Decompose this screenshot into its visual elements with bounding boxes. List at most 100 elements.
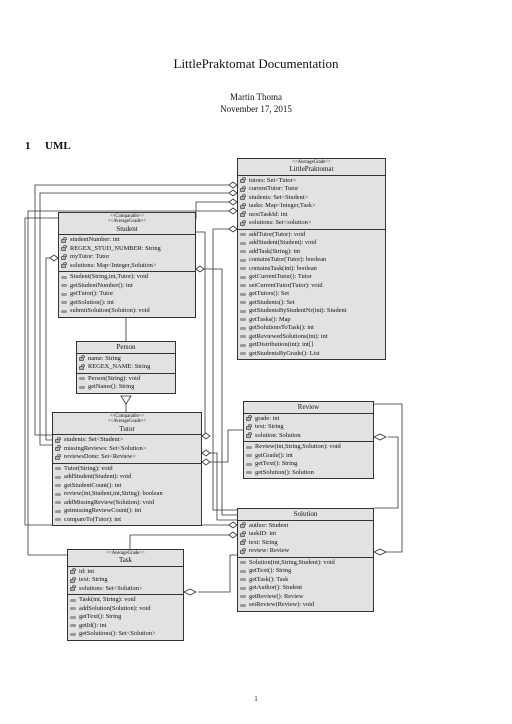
method-row: getStudentNumber(): int — [61, 282, 193, 291]
method-text: getDistribution(int): int[] — [249, 341, 314, 349]
method-text: getStudentNumber(): int — [70, 281, 133, 289]
method-text: getStudents(): Set — [249, 298, 295, 306]
method-text: getText(): String — [249, 567, 292, 574]
attribute-text: name: String — [88, 354, 121, 362]
method-row: compareTo(Tutor): int — [55, 516, 199, 525]
attribute-text: studentNumber: int — [70, 236, 120, 244]
attribute-text: myTutor: Tutor — [70, 253, 110, 261]
private-lock-icon — [70, 568, 76, 575]
method-row: getAuthor(): Student — [240, 584, 371, 593]
attribute-text: REGEX_NAME: String — [88, 363, 151, 370]
attribute-row: currentTutor: Tutor — [240, 185, 383, 194]
method-text: compareTo(Tutor): int — [64, 515, 121, 523]
attribute-row: studentNumber: int — [61, 236, 193, 245]
public-method-icon — [61, 284, 67, 288]
private-lock-icon — [240, 547, 246, 554]
method-text: submitSolution(Solution): void — [70, 307, 150, 315]
public-method-icon — [55, 475, 61, 479]
method-row: Solution(int,String,Student): void — [240, 559, 371, 568]
class-name: Solution — [293, 510, 318, 518]
public-method-icon — [240, 267, 246, 271]
method-text: getTasks(): Map — [249, 315, 291, 323]
public-method-icon — [240, 352, 246, 356]
public-method-icon — [240, 569, 246, 573]
public-method-icon — [240, 309, 246, 313]
attribute-text: text: String — [79, 576, 108, 584]
method-text: review(int,Student,int,String): boolean — [64, 490, 163, 498]
public-method-icon — [61, 275, 67, 279]
private-lock-icon — [240, 185, 246, 192]
attribute-text: text: String — [249, 538, 278, 546]
private-lock-icon — [246, 432, 252, 438]
method-row: getStudentCount(): int — [55, 482, 199, 491]
method-text: getTutors(): Set — [249, 290, 290, 298]
method-row: getId(): int — [70, 622, 181, 631]
class-name: Task — [118, 556, 133, 565]
method-row: getReviewedSolutions(int): int — [240, 333, 383, 342]
private-lock-icon — [240, 211, 246, 218]
private-lock-icon — [240, 202, 246, 209]
class-tutor: <<Comparable>><<AverageGrade>>Tutor stud… — [52, 412, 202, 527]
method-text: Student(String,int,Tutor): void — [70, 273, 149, 281]
attribute-text: text: String — [255, 423, 284, 430]
method-row: getText(): String — [246, 460, 371, 469]
method-text: getTask(): Task — [249, 575, 289, 583]
method-text: Person(String): void — [88, 374, 141, 382]
public-method-icon — [240, 561, 246, 564]
attribute-row: text: String — [70, 576, 181, 585]
method-row: Tutor(String): void — [55, 465, 199, 474]
public-method-icon — [240, 301, 246, 305]
attribute-row: id: int — [70, 568, 181, 577]
class-stereotype: <<Comparable>> — [109, 414, 145, 419]
class-name: LittlePraktomat — [289, 165, 334, 174]
method-text: getSolutionsToTask(): int — [249, 324, 314, 332]
method-text: getStudentCount(): int — [64, 481, 122, 489]
method-row: review(int,Student,int,String): boolean — [55, 490, 199, 499]
attribute-row: myTutor: Tutor — [61, 253, 193, 262]
method-row: getSolutionsToTask(): int — [240, 324, 383, 333]
public-method-icon — [246, 454, 252, 457]
document-author: Martin Thoma — [229, 92, 283, 102]
attribute-row: missingReviews: Set<Solution> — [55, 445, 199, 454]
private-lock-icon — [240, 194, 246, 201]
method-row: addMissingReview(Solution): void — [55, 499, 199, 508]
attribute-text: review: Review — [249, 547, 290, 554]
private-lock-icon — [240, 219, 246, 226]
public-method-icon — [246, 471, 252, 474]
attribute-row: text: String — [240, 539, 371, 548]
method-row: Student(String,int,Tutor): void — [61, 273, 193, 282]
attribute-row: solutions: Map<Integer,Solution> — [61, 262, 193, 271]
method-row: Review(int,String,Solution): void — [246, 443, 371, 452]
public-method-icon — [55, 484, 61, 488]
attribute-text: taskID: int — [249, 530, 277, 537]
class-stereotype: <<AverageGrade>> — [292, 160, 331, 165]
public-method-icon — [70, 598, 76, 602]
attribute-row: tasks: Map<Integer,Task> — [240, 202, 383, 211]
method-row: submitSolution(Solution): void — [61, 307, 193, 316]
attribute-text: tasks: Map<Integer,Task> — [249, 202, 316, 210]
method-text: containsTutor(Tutor): boolean — [249, 256, 327, 264]
method-row: containsTutor(Tutor): boolean — [240, 256, 383, 265]
method-row: addStudent(Student): void — [240, 239, 383, 248]
attribute-text: solutions: Set<Solution> — [79, 584, 143, 592]
method-row: getSolution(): int — [61, 299, 193, 308]
method-text: getAuthor(): Student — [249, 584, 303, 591]
class-name: Review — [297, 403, 320, 411]
method-text: getId(): int — [79, 621, 107, 629]
method-row: getmissingReviewCount(): int — [55, 507, 199, 516]
class-stereotype: <<Comparable>> — [109, 214, 145, 219]
private-lock-icon — [79, 355, 85, 361]
attribute-text: missingReviews: Set<Solution> — [64, 444, 147, 452]
attribute-row: solutions: Set<Solution> — [70, 585, 181, 594]
page-number: 1 — [254, 695, 258, 703]
method-row: getDistribution(int): int[] — [240, 341, 383, 350]
